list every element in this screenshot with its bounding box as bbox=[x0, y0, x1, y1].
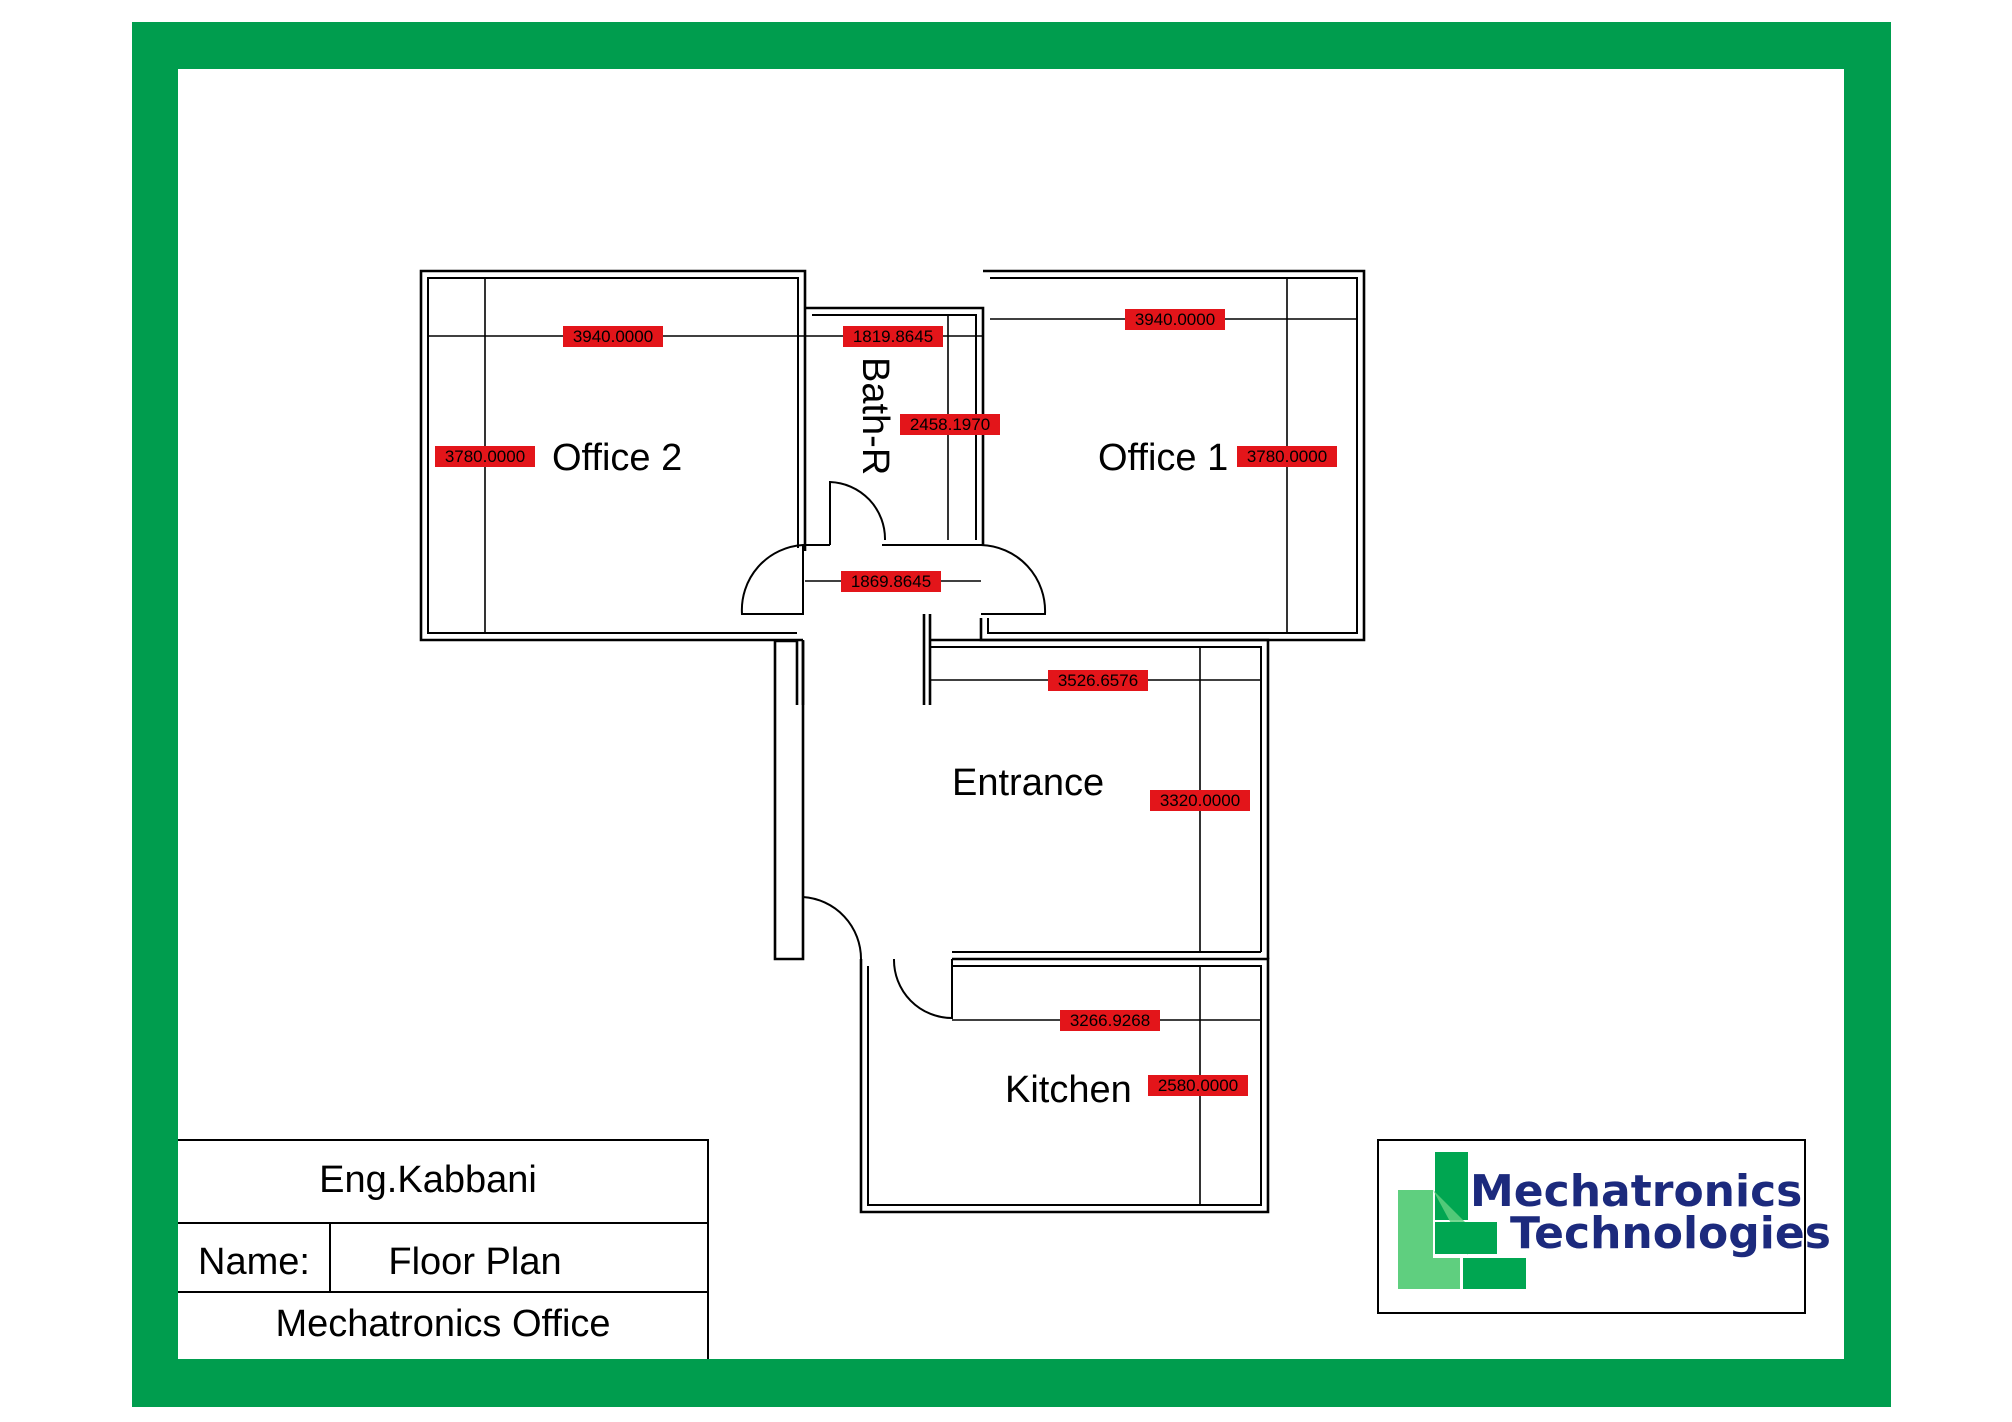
svg-text:3940.0000: 3940.0000 bbox=[1135, 310, 1215, 329]
name-value: Floor Plan bbox=[388, 1241, 561, 1283]
svg-text:3320.0000: 3320.0000 bbox=[1160, 791, 1240, 810]
corridor-stub-right bbox=[922, 614, 932, 705]
doors bbox=[740, 480, 1047, 1020]
dim-kitchen-height: 2580.0000 bbox=[1148, 1075, 1248, 1096]
dim-corridor-width: 1869.8645 bbox=[841, 571, 941, 592]
svg-text:3940.0000: 3940.0000 bbox=[573, 327, 653, 346]
room-label-office2: Office 2 bbox=[552, 437, 682, 479]
svg-text:3526.6576: 3526.6576 bbox=[1058, 671, 1138, 690]
dim-bath-width: 1819.8645 bbox=[843, 326, 943, 347]
logo-line2: Technologies bbox=[1510, 1208, 1831, 1259]
office2-walls bbox=[419, 269, 807, 642]
project-name: Mechatronics Office bbox=[275, 1303, 610, 1345]
dim-bath-height: 2458.1970 bbox=[900, 414, 1000, 435]
office1-walls bbox=[979, 269, 1366, 642]
kitchen-walls bbox=[859, 957, 1270, 1214]
entrance-door-icon bbox=[802, 896, 863, 960]
dim-office2-height: 3780.0000 bbox=[435, 446, 535, 467]
svg-text:3780.0000: 3780.0000 bbox=[445, 447, 525, 466]
dim-office2-width: 3940.0000 bbox=[563, 326, 663, 347]
room-label-office1: Office 1 bbox=[1098, 437, 1228, 479]
dim-entrance-width: 3526.6576 bbox=[1048, 670, 1148, 691]
svg-text:2458.1970: 2458.1970 bbox=[910, 415, 990, 434]
room-label-entrance: Entrance bbox=[952, 762, 1104, 804]
dim-kitchen-width: 3266.9268 bbox=[1060, 1010, 1160, 1031]
svg-text:2580.0000: 2580.0000 bbox=[1158, 1076, 1238, 1095]
room-labels: Office 2 Office 1 Bath-R Entrance Kitche… bbox=[552, 357, 1228, 1111]
svg-text:3780.0000: 3780.0000 bbox=[1247, 447, 1327, 466]
office1-walls-inner bbox=[987, 277, 1358, 634]
room-label-bath: Bath-R bbox=[854, 357, 896, 475]
entrance-top-wall-inner bbox=[930, 646, 1262, 952]
entrance-walls bbox=[773, 639, 805, 961]
logo-mark bbox=[1398, 1152, 1526, 1289]
engineer-name: Eng.Kabbani bbox=[319, 1159, 537, 1201]
bath-walls-inner bbox=[812, 314, 977, 540]
svg-text:1819.8645: 1819.8645 bbox=[853, 327, 933, 346]
office2-door-icon bbox=[740, 543, 804, 615]
bath-walls bbox=[805, 306, 985, 545]
dim-entrance-height: 3320.0000 bbox=[1150, 790, 1250, 811]
svg-text:3266.9268: 3266.9268 bbox=[1070, 1011, 1150, 1030]
name-label: Name: bbox=[198, 1241, 310, 1283]
logo-line1: Mechatronics bbox=[1470, 1166, 1802, 1217]
entrance-top-wall bbox=[930, 638, 1270, 959]
company-logo: Mechatronics Technologies bbox=[1377, 1139, 1831, 1314]
dimension-labels: 3940.0000 3780.0000 1819.8645 2458.1970 … bbox=[435, 309, 1337, 1096]
office2-walls-inner bbox=[427, 277, 799, 634]
floor-plan-walls bbox=[419, 269, 1366, 1214]
dim-office1-width: 3940.0000 bbox=[1125, 309, 1225, 330]
title-block-frame bbox=[178, 1139, 709, 1359]
kitchen-door-icon bbox=[892, 958, 953, 1020]
dim-office1-height: 3780.0000 bbox=[1237, 446, 1337, 467]
bath-door-icon bbox=[829, 480, 887, 545]
office1-door-icon bbox=[980, 544, 1047, 615]
kitchen-walls-inner bbox=[867, 965, 1262, 1206]
room-label-kitchen: Kitchen bbox=[1005, 1069, 1132, 1111]
svg-text:1869.8645: 1869.8645 bbox=[851, 572, 931, 591]
title-block: Eng.Kabbani Name: Floor Plan Mechatronic… bbox=[178, 1139, 709, 1359]
